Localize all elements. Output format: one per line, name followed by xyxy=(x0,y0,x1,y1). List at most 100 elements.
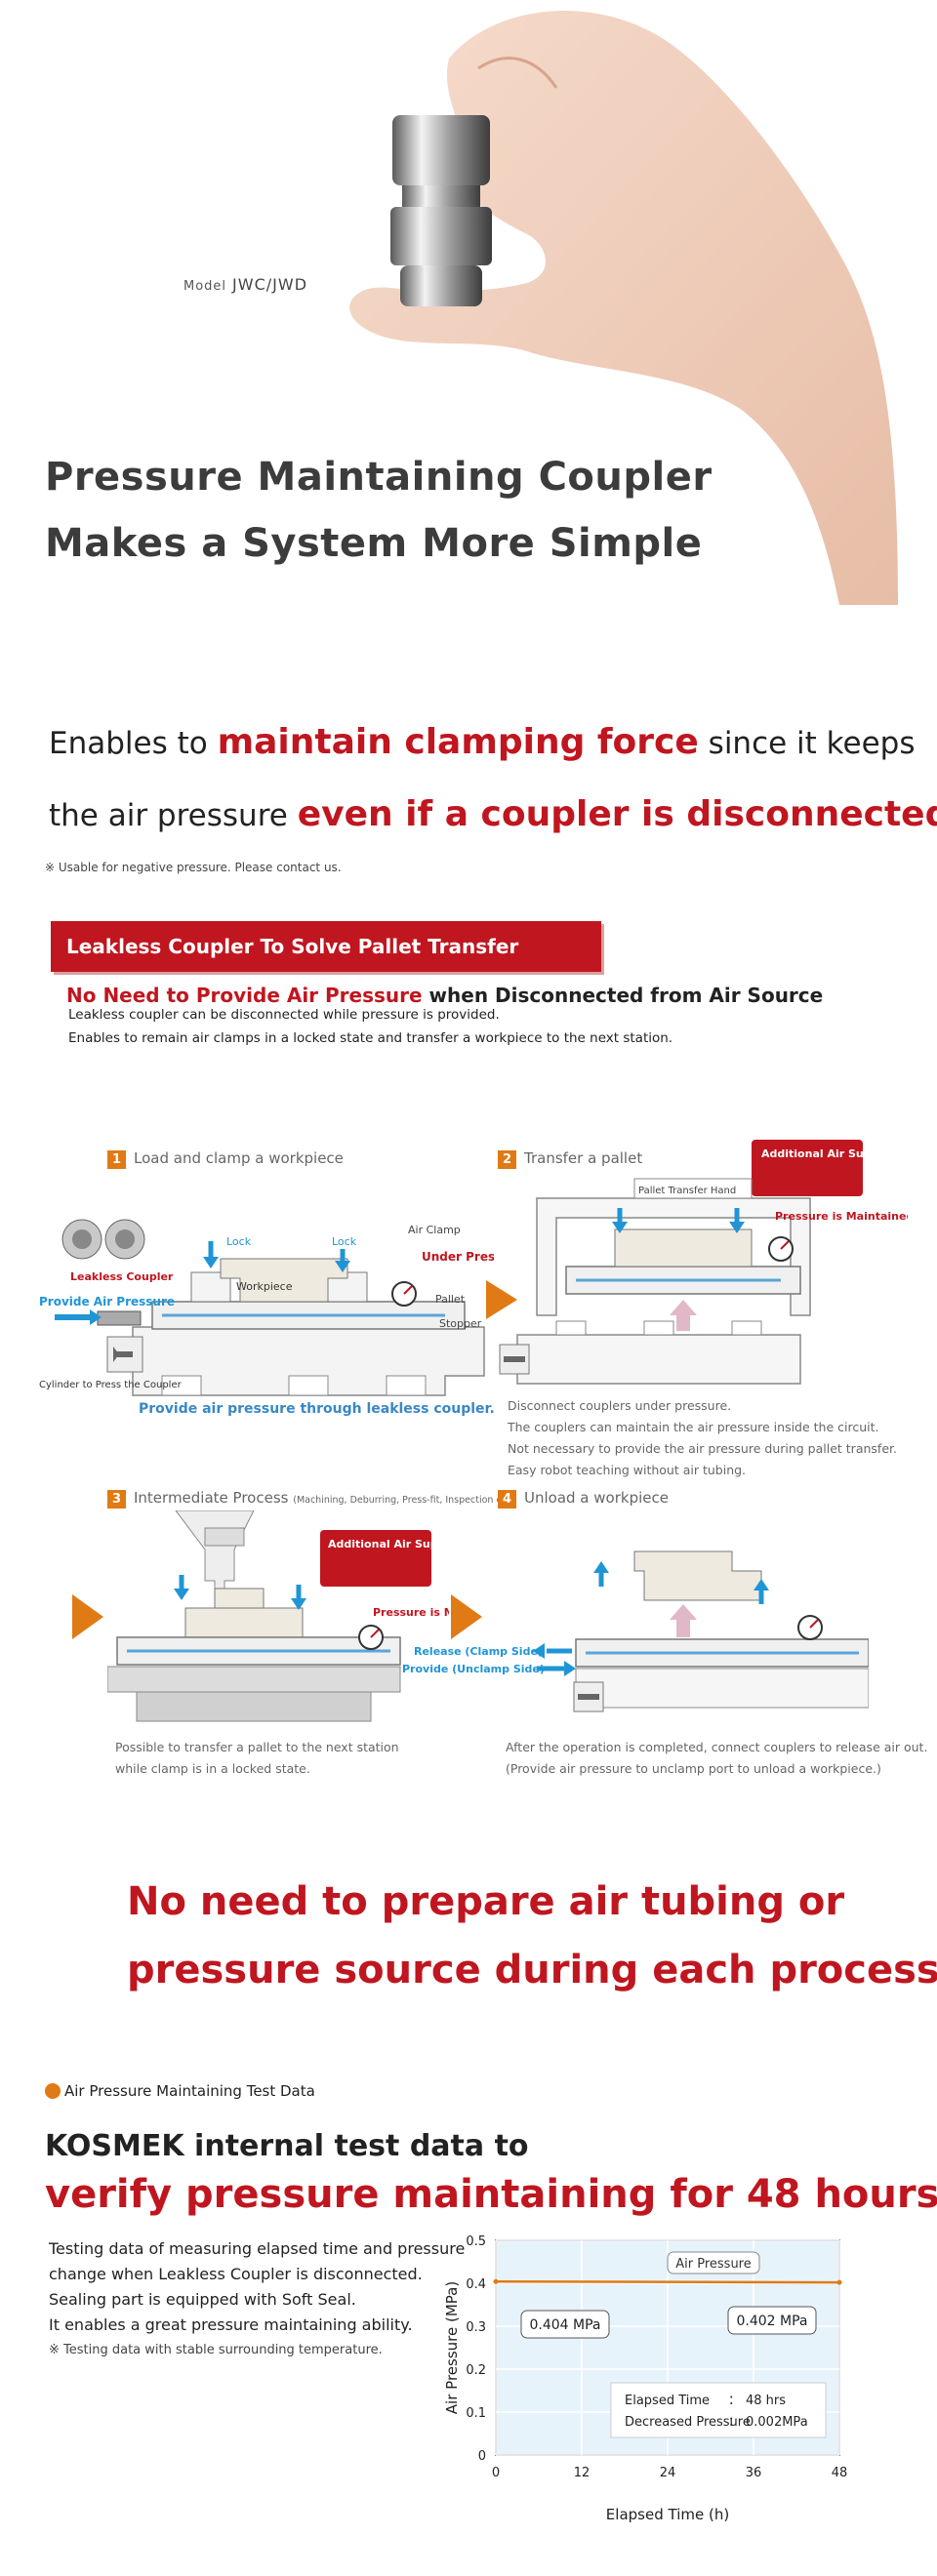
step-2-description: Disconnect couplers under pressure. The … xyxy=(508,1395,897,1481)
label-pressure-maintained-2: Pressure is Maintained xyxy=(775,1210,908,1223)
end-value-label: 0.402 MPa xyxy=(736,2314,807,2329)
subtitle-red: No Need to Provide Air Pressure xyxy=(66,984,423,1007)
callout-text-3: Additional Air Supply is Not Required! xyxy=(328,1538,449,1550)
test-title: KOSMEK internal test data to xyxy=(45,2129,529,2163)
lead-line1: Enables to maintain clamping force since… xyxy=(49,722,916,762)
hero-photo xyxy=(349,11,898,605)
series-point xyxy=(836,2279,842,2285)
step-4-desc-line: After the operation is completed, connec… xyxy=(506,1740,928,1754)
label-lock-2: Lock xyxy=(332,1235,357,1248)
diagram-step3: Additional Air Supply is Not Required! P… xyxy=(107,1510,449,1722)
summary-elapsed-label: Elapsed Time xyxy=(625,2394,710,2408)
step-2-desc-line: Easy robot teaching without air tubing. xyxy=(508,1463,747,1477)
series-name-label: Air Pressure xyxy=(675,2257,752,2272)
label-provide-air: Provide Air Pressure xyxy=(39,1295,175,1308)
label-under-pressure: Under Pressure xyxy=(422,1250,494,1264)
x-tick-label: 48 xyxy=(832,2466,848,2480)
callout-text-2: Additional Air Supply is Not Required! xyxy=(761,1147,908,1160)
x-tick-label: 12 xyxy=(574,2466,591,2480)
test-desc-note: ※ Testing data with stable surrounding t… xyxy=(49,2343,383,2357)
x-tick-label: 24 xyxy=(660,2466,676,2480)
no-need-line2: pressure source during each process. xyxy=(127,1948,937,1992)
label-air-clamp: Air Clamp xyxy=(408,1224,461,1236)
label-pressure-maintained-3: Pressure is Maintained xyxy=(373,1606,449,1619)
diagram-step1: Lock Lock Air Clamp Under Pressure Workp… xyxy=(39,1219,494,1417)
summary-colon: ： xyxy=(728,2394,741,2408)
step-2-label: Transfer a pallet xyxy=(524,1149,643,1167)
step-4-label: Unload a workpiece xyxy=(524,1489,669,1507)
y-tick-label: 0.4 xyxy=(466,2277,486,2292)
start-value-box xyxy=(520,2310,610,2339)
y-tick-label: 0.2 xyxy=(466,2363,486,2378)
step-3-description: Possible to transfer a pallet to the nex… xyxy=(115,1737,399,1780)
y-tick-label: 0 xyxy=(478,2449,486,2464)
no-need-line1: No need to prepare air tubing or xyxy=(127,1879,845,1924)
lead-line2: the air pressure even if a coupler is di… xyxy=(49,794,937,834)
test-desc-line: Testing data of measuring elapsed time a… xyxy=(49,2239,466,2258)
test-desc-line: change when Leakless Coupler is disconne… xyxy=(49,2265,423,2283)
label-stopper: Stopper xyxy=(439,1317,482,1330)
subtitle-black: when Disconnected from Air Source xyxy=(428,984,824,1007)
step-3-note: (Machining, Deburring, Press-fit, Inspec… xyxy=(293,1495,517,1506)
step-3-desc-line: Possible to transfer a pallet to the nex… xyxy=(115,1740,399,1754)
step-4-desc-line: (Provide air pressure to unclamp port to… xyxy=(506,1761,881,1776)
series-point xyxy=(493,2278,499,2284)
test-title-red: verify pressure maintaining for 48 hours xyxy=(45,2172,937,2217)
label-cylinder: Cylinder to Press the Coupler xyxy=(39,1380,183,1390)
step-3-label: Intermediate Process xyxy=(134,1489,289,1507)
label-leakless-coupler: Leakless Coupler xyxy=(70,1270,174,1283)
step-4-title: 4 Unload a workpiece xyxy=(498,1489,669,1509)
hero-title-line1: Pressure Maintaining Coupler xyxy=(45,455,713,500)
callout-additional-air-2 xyxy=(752,1140,863,1196)
lead-line2-red: even if a coupler is disconnected xyxy=(297,794,937,834)
step-2-desc-line: Disconnect couplers under pressure. xyxy=(508,1398,732,1413)
chart-series xyxy=(493,2278,842,2285)
series-name-box xyxy=(667,2251,760,2274)
x-tick-label: 0 xyxy=(492,2466,500,2480)
arrow-right-icon xyxy=(451,1594,482,1639)
step-2-title: 2 Transfer a pallet xyxy=(498,1149,642,1169)
pressure-chart: 0 12 24 36 48 0 0.1 0.2 0.3 0.4 0.5 Elapsed Time (… xyxy=(443,2234,848,2523)
model-prefix: Model xyxy=(183,279,227,294)
step-1-number: 1 xyxy=(107,1150,126,1169)
y-tick-label: 0.1 xyxy=(466,2406,486,2421)
diagram-step4: Release (Clamp Side) Provide (Unclamp Si… xyxy=(402,1550,869,1712)
arrow-right-icon xyxy=(486,1280,517,1319)
label-pallet: Pallet xyxy=(435,1293,466,1306)
model-name: JWC/JWD xyxy=(232,275,308,294)
lead-line1-a: Enables to xyxy=(49,726,208,761)
lead-line1-red: maintain clamping force xyxy=(217,722,699,762)
step-2-number: 2 xyxy=(498,1150,516,1169)
test-description: Testing data of measuring elapsed time a… xyxy=(49,2236,465,2363)
caption-step1: Provide air pressure through leakless co… xyxy=(139,1401,494,1417)
section-banner: Leakless Coupler To Solve Pallet Transfe… xyxy=(51,921,601,1009)
step-4-description: After the operation is completed, connec… xyxy=(506,1737,927,1780)
summary-box xyxy=(610,2382,827,2438)
step-2-desc-line: Not necessary to provide the air pressur… xyxy=(508,1441,897,1456)
step-4-number: 4 xyxy=(498,1490,516,1509)
x-axis-label: Elapsed Time (h) xyxy=(606,2506,729,2523)
y-tick-label: 0.5 xyxy=(466,2234,486,2249)
summary-decreased-value: 0.002MPa xyxy=(746,2415,808,2430)
x-tick-label: 36 xyxy=(746,2466,762,2480)
model-label: Model JWC/JWD xyxy=(183,275,307,294)
label-workpiece: Workpiece xyxy=(236,1280,293,1293)
section-subtitle: No Need to Provide Air Pressure when Dis… xyxy=(66,984,823,1007)
step-1-title: 1 Load and clamp a workpiece xyxy=(107,1149,344,1169)
step-2-desc-line: The couplers can maintain the air pressu… xyxy=(508,1420,879,1434)
step-3-desc-line: while clamp is in a locked state. xyxy=(115,1761,310,1776)
test-label-text: Air Pressure Maintaining Test Data xyxy=(64,2082,315,2100)
diagram-step2: Additional Air Supply is Not Required! P… xyxy=(499,1140,908,1385)
y-tick-label: 0.3 xyxy=(466,2320,486,2335)
label-lock-1: Lock xyxy=(226,1235,252,1248)
test-desc-line: It enables a great pressure maintaining … xyxy=(49,2315,413,2334)
step-1-label: Load and clamp a workpiece xyxy=(134,1149,344,1167)
arrow-right-icon xyxy=(72,1594,103,1639)
label-release: Release (Clamp Side) xyxy=(414,1645,543,1658)
end-value-box xyxy=(727,2306,817,2335)
y-axis-label: Air Pressure (MPa) xyxy=(443,2281,461,2414)
section-line2: Enables to remain air clamps in a locked… xyxy=(68,1030,673,1046)
bullet-icon xyxy=(45,2083,61,2099)
test-section-label: Air Pressure Maintaining Test Data xyxy=(45,2082,315,2100)
